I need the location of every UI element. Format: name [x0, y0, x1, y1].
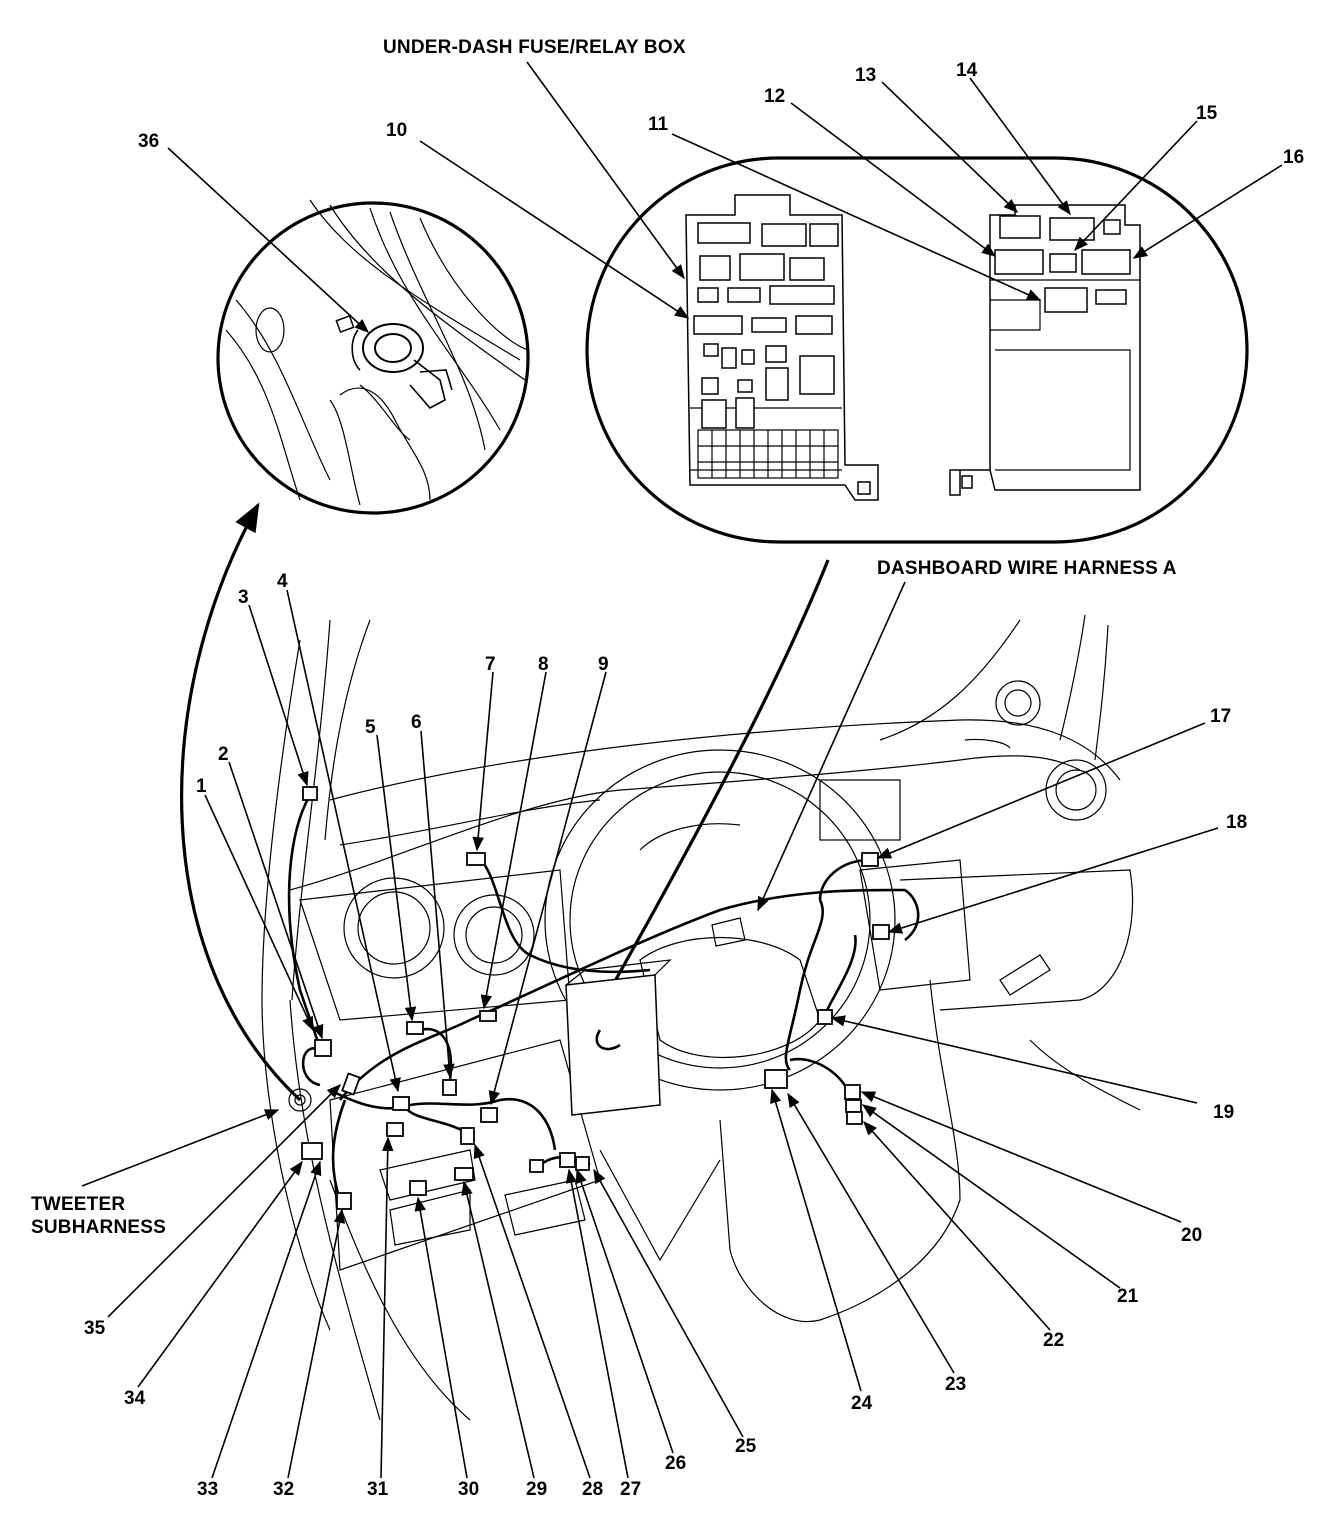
- callout-27: 27: [620, 1479, 641, 1500]
- callout-22: 22: [1043, 1330, 1064, 1351]
- callout-10: 10: [386, 120, 407, 141]
- callout-36: 36: [138, 131, 159, 152]
- callout-11: 11: [648, 114, 669, 135]
- callout-34: 34: [124, 1388, 146, 1409]
- callout-17: 17: [1210, 706, 1231, 727]
- tweeter-title-line1: TWEETER: [31, 1194, 125, 1215]
- callout-25: 25: [735, 1436, 757, 1457]
- connectors: [301, 786, 890, 1210]
- callout-18: 18: [1226, 812, 1247, 833]
- callout-19: 19: [1213, 1102, 1234, 1123]
- callout-29: 29: [526, 1479, 547, 1500]
- callout-35: 35: [84, 1318, 106, 1339]
- callout-7: 7: [485, 654, 496, 675]
- callout-6: 6: [411, 712, 422, 733]
- callout-32: 32: [273, 1479, 294, 1500]
- callout-9: 9: [598, 654, 609, 675]
- callout-4: 4: [277, 571, 288, 592]
- tweeter-title-line2: SUBHARNESS: [31, 1217, 166, 1238]
- callout-24: 24: [851, 1393, 873, 1414]
- callout-33: 33: [197, 1479, 218, 1500]
- harness-title: DASHBOARD WIRE HARNESS A: [877, 558, 1177, 579]
- callout-30: 30: [458, 1479, 479, 1500]
- callout-21: 21: [1117, 1286, 1139, 1307]
- leader-lines: [81, 61, 1283, 1479]
- callout-numbers: 1 2 3 4 5 6 7 8 9 10 11 12 13 14 15 16 1…: [84, 60, 1304, 1500]
- callout-28: 28: [582, 1479, 603, 1500]
- left-box-cells: [693, 222, 839, 429]
- fuse-grid: [697, 429, 839, 479]
- callout-5: 5: [365, 717, 376, 738]
- callout-26: 26: [665, 1453, 686, 1474]
- callout-8: 8: [538, 654, 549, 675]
- callout-1: 1: [196, 776, 207, 797]
- callout-3: 3: [238, 587, 249, 608]
- fuse-box-detail: [585, 156, 1249, 544]
- callout-20: 20: [1181, 1225, 1202, 1246]
- callout-13: 13: [855, 65, 876, 86]
- callout-2: 2: [218, 744, 229, 765]
- fuse-box-title: UNDER-DASH FUSE/RELAY BOX: [383, 37, 686, 58]
- callout-23: 23: [945, 1374, 966, 1395]
- dashboard-sketch: [261, 614, 1141, 1421]
- callout-15: 15: [1196, 103, 1218, 124]
- callout-14: 14: [956, 60, 978, 81]
- callout-12: 12: [764, 86, 785, 107]
- right-box-cells: [994, 215, 1131, 313]
- callout-16: 16: [1283, 147, 1304, 168]
- callout-31: 31: [367, 1479, 389, 1500]
- detail-circle-36: [216, 199, 530, 515]
